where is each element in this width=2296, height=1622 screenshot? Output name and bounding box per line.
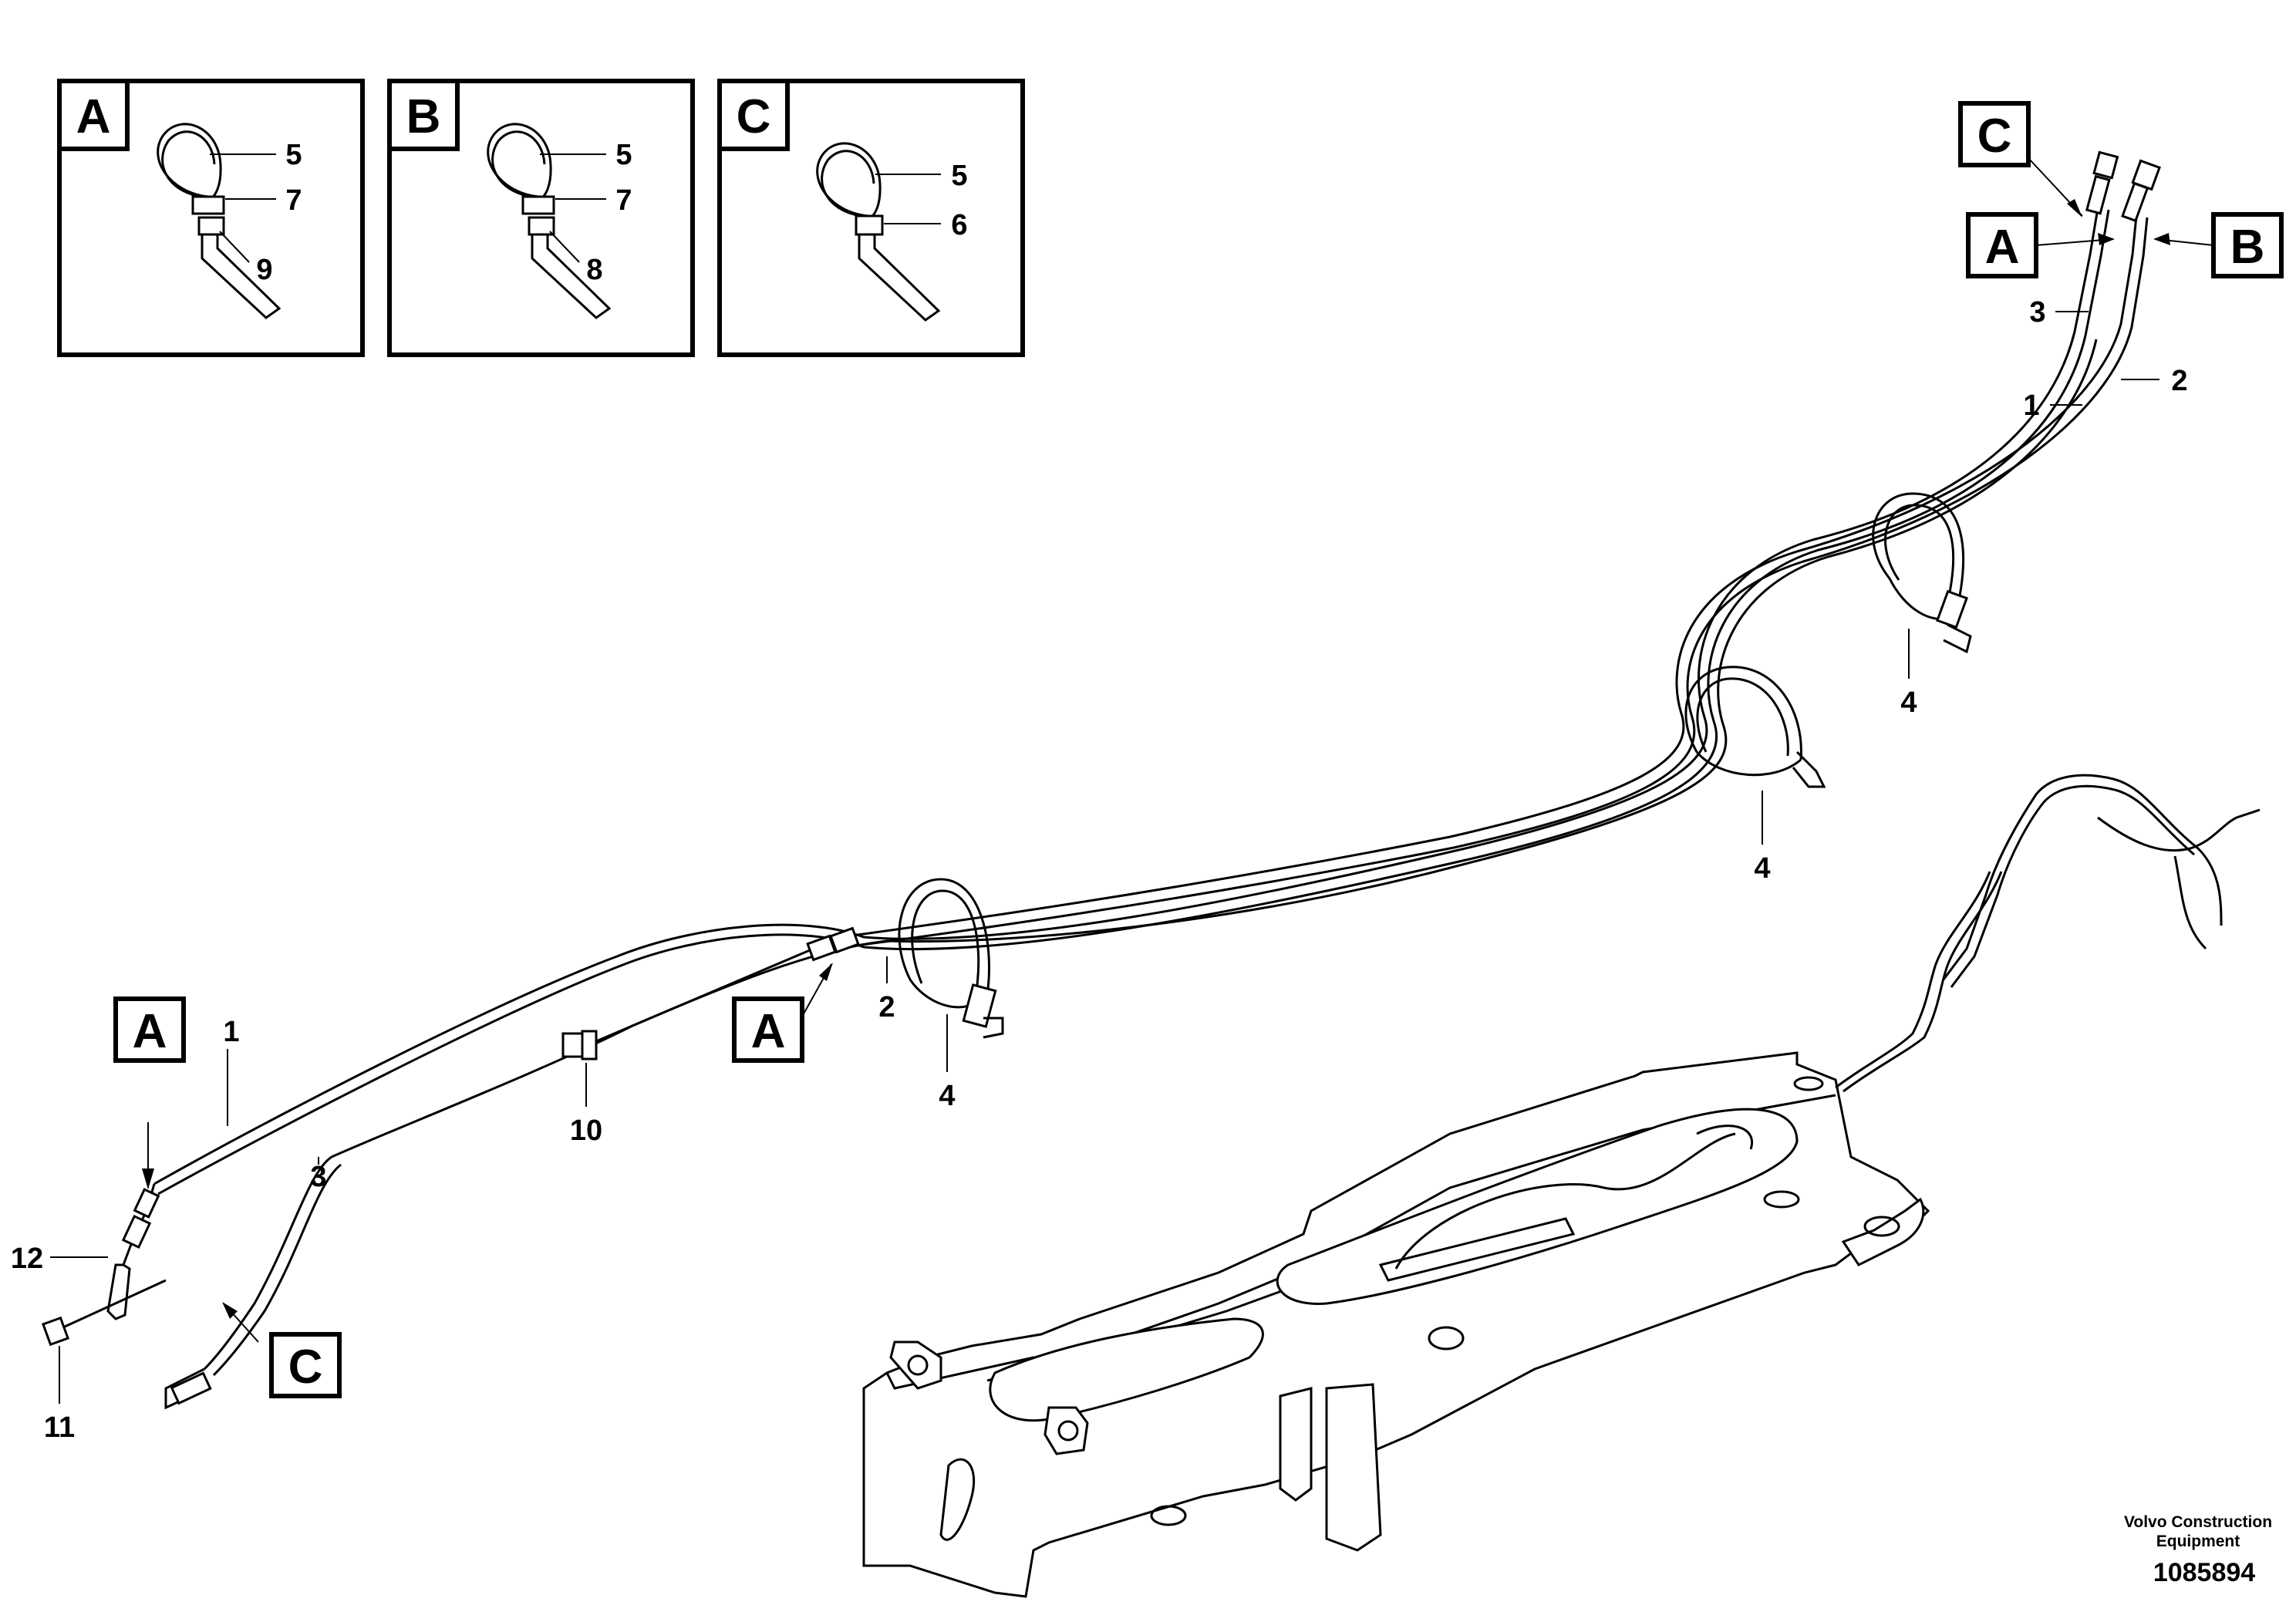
label-hose-2-mid: 2: [878, 991, 895, 1023]
detail-a-label-9: 9: [256, 254, 272, 286]
label-hose-1-left: 1: [223, 1016, 239, 1048]
detail-box-a-tag: [57, 79, 130, 151]
svg-text:B: B: [2230, 221, 2265, 274]
callout-arrowheads: [142, 199, 2170, 1319]
detail-box-c-tag: [717, 79, 790, 151]
detail-box-a: A 5 7 9: [57, 79, 365, 357]
detail-box-c-letter: C: [737, 90, 771, 143]
label-hose-3-top: 3: [2029, 296, 2045, 329]
strap-middle: [1684, 666, 1826, 788]
detail-box-a-letter: A: [76, 90, 111, 143]
cable-tie-icon: [816, 142, 941, 322]
detail-c-label-6: 6: [951, 209, 967, 241]
detail-a-label-7: 7: [285, 184, 302, 217]
label-plug-10: 10: [570, 1114, 602, 1147]
label-strap-4-right: 4: [1900, 686, 1917, 719]
label-hose-1-top: 1: [2023, 389, 2039, 422]
detail-b-label-7: 7: [615, 184, 632, 217]
detail-box-c: C 5 6: [717, 79, 1025, 357]
label-strap-4-left: 4: [939, 1080, 955, 1112]
label-strap-4-mid: 4: [1754, 852, 1770, 885]
document-number: 1085894: [2153, 1558, 2255, 1587]
callout-top-a: A: [1966, 212, 2038, 278]
callout-bottom-c: C: [269, 1332, 342, 1398]
detail-b-label-8: 8: [586, 254, 602, 286]
detail-box-b: B 5 7 8: [387, 79, 695, 357]
svg-text:A: A: [133, 1005, 167, 1058]
label-hose-2-top: 2: [2171, 365, 2187, 397]
detail-a-label-5: 5: [285, 139, 302, 171]
cable-tie-icon: [157, 123, 282, 319]
callout-middle-a: A: [732, 996, 804, 1063]
detail-box-b-tag: [387, 79, 460, 151]
plug-11: [42, 1279, 167, 1347]
machine-frame: [862, 774, 2261, 1598]
detail-box-b-letter: B: [406, 90, 441, 143]
svg-text:A: A: [1985, 221, 2020, 274]
detail-b-label-5: 5: [615, 139, 632, 171]
credit-line-1: Volvo Construction: [2124, 1513, 2272, 1531]
plug-10: [561, 949, 811, 1061]
label-hose-3-left: 3: [310, 1161, 326, 1193]
label-plug-11: 11: [44, 1411, 75, 1444]
callout-top-b: B: [2211, 212, 2284, 278]
svg-text:C: C: [288, 1340, 323, 1394]
label-fitting-12: 12: [11, 1243, 43, 1275]
svg-text:C: C: [1977, 110, 2012, 163]
callout-left-a: A: [113, 996, 186, 1063]
svg-text:A: A: [751, 1005, 786, 1058]
detail-c-label-5: 5: [951, 160, 967, 192]
strap-right: [1872, 492, 1972, 654]
strap-left: [898, 878, 1004, 1039]
credit-line-2: Equipment: [2156, 1533, 2240, 1550]
callout-top-c: C: [1958, 101, 2031, 167]
cable-tie-icon: [487, 123, 612, 319]
